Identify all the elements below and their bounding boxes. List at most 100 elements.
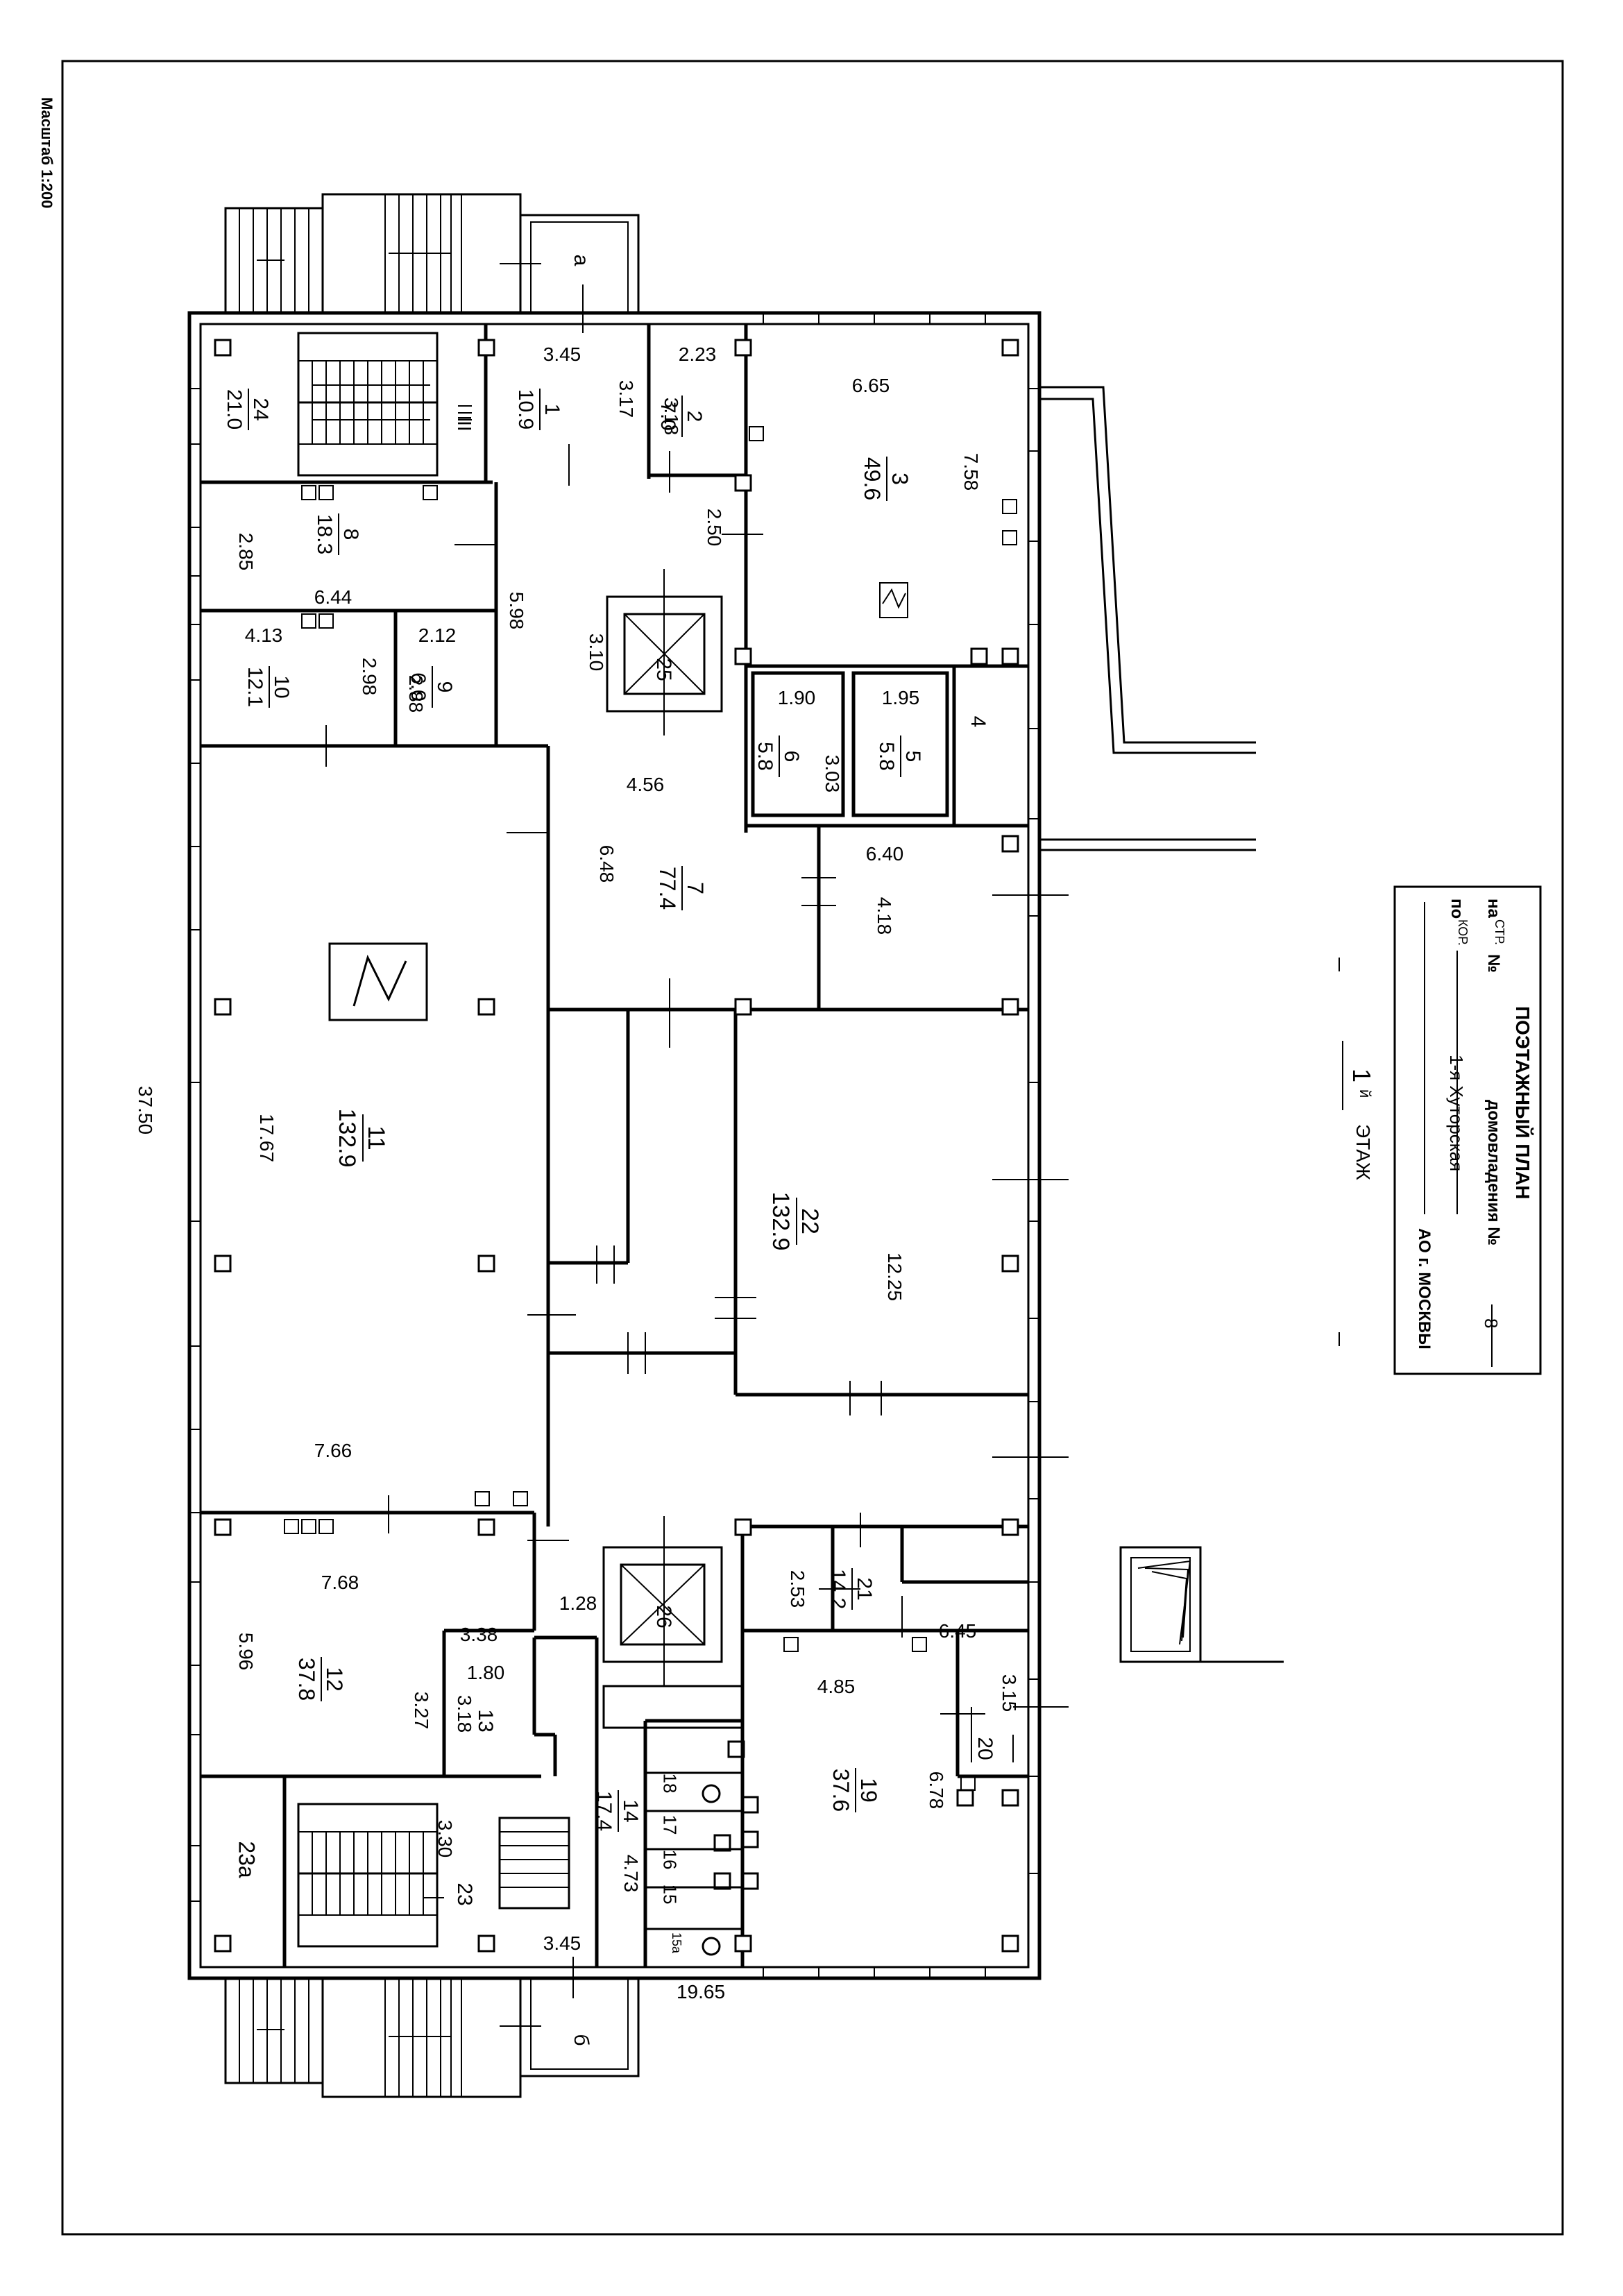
title-line1-small: СТР.: [1493, 919, 1506, 945]
room-number: 21: [853, 1577, 876, 1600]
room-2: 27.0: [656, 396, 706, 437]
north-arrow: [1119, 1546, 1284, 1663]
switchboard-icon: [328, 942, 428, 1021]
dim-17-67: 17.67: [256, 1114, 278, 1162]
room-20: 20: [974, 1737, 996, 1760]
dim-2-23: 2.23: [679, 343, 717, 365]
dim-6-65: 6.65: [852, 375, 890, 396]
dim-3-38: 3.38: [460, 1624, 498, 1645]
dim-4-13: 4.13: [245, 624, 283, 646]
title-line1-prefix: на: [1484, 899, 1503, 918]
dim-3-10: 3.10: [586, 633, 607, 672]
room-number: 15a: [670, 1932, 683, 1954]
room-number: 24: [249, 398, 272, 420]
room-number: 8: [339, 529, 362, 541]
dim-3-17: 3.17: [615, 380, 637, 418]
dim-3-45-bottom: 3.45: [543, 1932, 581, 1954]
elevator-26: [602, 1516, 723, 1686]
title-line2-prefix: по: [1447, 899, 1466, 919]
room-number: 25: [652, 658, 675, 681]
room-number: 2: [683, 411, 706, 423]
columns: [214, 339, 1019, 1953]
dim-2-50: 2.50: [704, 509, 725, 547]
room-number: 23: [453, 1882, 476, 1905]
room-number: 13: [474, 1709, 497, 1732]
scale-label: Масштаб 1:200: [38, 97, 56, 208]
room-4: 4: [967, 716, 989, 728]
room-area: 132.9: [767, 1191, 794, 1250]
dim-4-18: 4.18: [874, 897, 895, 935]
title-line2-small: КОР.: [1456, 919, 1470, 946]
room-area: 5.8: [875, 742, 898, 771]
dim-3-45-top: 3.45: [543, 343, 581, 365]
dim-6-40: 6.40: [866, 843, 904, 865]
dim-total-width: 19.65: [677, 1981, 725, 2002]
dim-3-30: 3.30: [434, 1820, 456, 1858]
room-8: 818.3: [313, 513, 362, 555]
room-number: 1: [541, 404, 563, 416]
title-line1-no: №: [1484, 954, 1503, 973]
room-number: 19: [856, 1778, 881, 1803]
sheet-frame: [61, 60, 1564, 2236]
stair-24: [297, 332, 472, 477]
room-26: 26: [652, 1605, 675, 1628]
dim-3-18-top: 3.18: [661, 398, 682, 436]
dim-3-27: 3.27: [411, 1692, 432, 1730]
dim-4-73: 4.73: [620, 1855, 642, 1893]
dim-3-03: 3.03: [822, 755, 843, 793]
dim-7-66: 7.66: [314, 1440, 352, 1461]
room-number: 18: [659, 1774, 680, 1794]
wc-partitions: [602, 1685, 759, 1956]
room-area: 37.8: [294, 1658, 319, 1701]
dim-1-95: 1.95: [882, 687, 920, 708]
room-area: 5.8: [754, 742, 776, 771]
room-number: 20: [974, 1737, 996, 1760]
room-number: 11: [363, 1125, 389, 1150]
room-15: 15: [659, 1885, 680, 1905]
room-number: 16: [659, 1850, 680, 1870]
room-number: 6: [780, 751, 803, 763]
room-area: 10.9: [514, 389, 537, 430]
room-15a: 15a: [670, 1932, 683, 1954]
room-6: 65.8: [754, 735, 803, 777]
dim-12-25: 12.25: [884, 1252, 906, 1301]
stair-23: [297, 1803, 570, 1948]
room-number: 15: [659, 1885, 680, 1905]
dim-1-90: 1.90: [778, 687, 816, 708]
dim-2-12: 2.12: [418, 624, 457, 646]
room-23a: 23a: [234, 1841, 259, 1878]
room-area: 49.6: [860, 457, 885, 500]
dim-2-88: 2.88: [405, 675, 427, 713]
bottom-porches: б: [224, 1957, 640, 2098]
porch-b-label: б: [570, 2034, 593, 2046]
fixtures: [284, 426, 1017, 1791]
room-area: 37.6: [829, 1769, 853, 1812]
dim-2-53: 2.53: [787, 1570, 808, 1608]
room-area: 21.0: [223, 389, 246, 430]
dim-1-80: 1.80: [467, 1662, 505, 1683]
dim-total-length: 37.50: [135, 1086, 156, 1134]
top-porches: а: [224, 193, 640, 333]
room-area: 7.0: [656, 402, 679, 431]
stair-mark: III: [454, 415, 475, 431]
dim-4-85: 4.85: [817, 1676, 856, 1697]
elevator-25: [606, 569, 723, 735]
title-block: [1393, 885, 1542, 1375]
room-area: 77.4: [655, 867, 680, 910]
dim-4-56: 4.56: [627, 774, 665, 795]
floor-number: 1: [1348, 1069, 1376, 1082]
room-area: 12.1: [244, 667, 266, 707]
dim-5-96: 5.96: [235, 1633, 257, 1671]
room-area: 17.4: [593, 1791, 615, 1831]
dim-3-15: 3.15: [999, 1674, 1020, 1712]
room-number: 7: [683, 882, 708, 894]
room-number: 5: [901, 751, 924, 763]
floor-suffix: й: [1357, 1089, 1374, 1098]
